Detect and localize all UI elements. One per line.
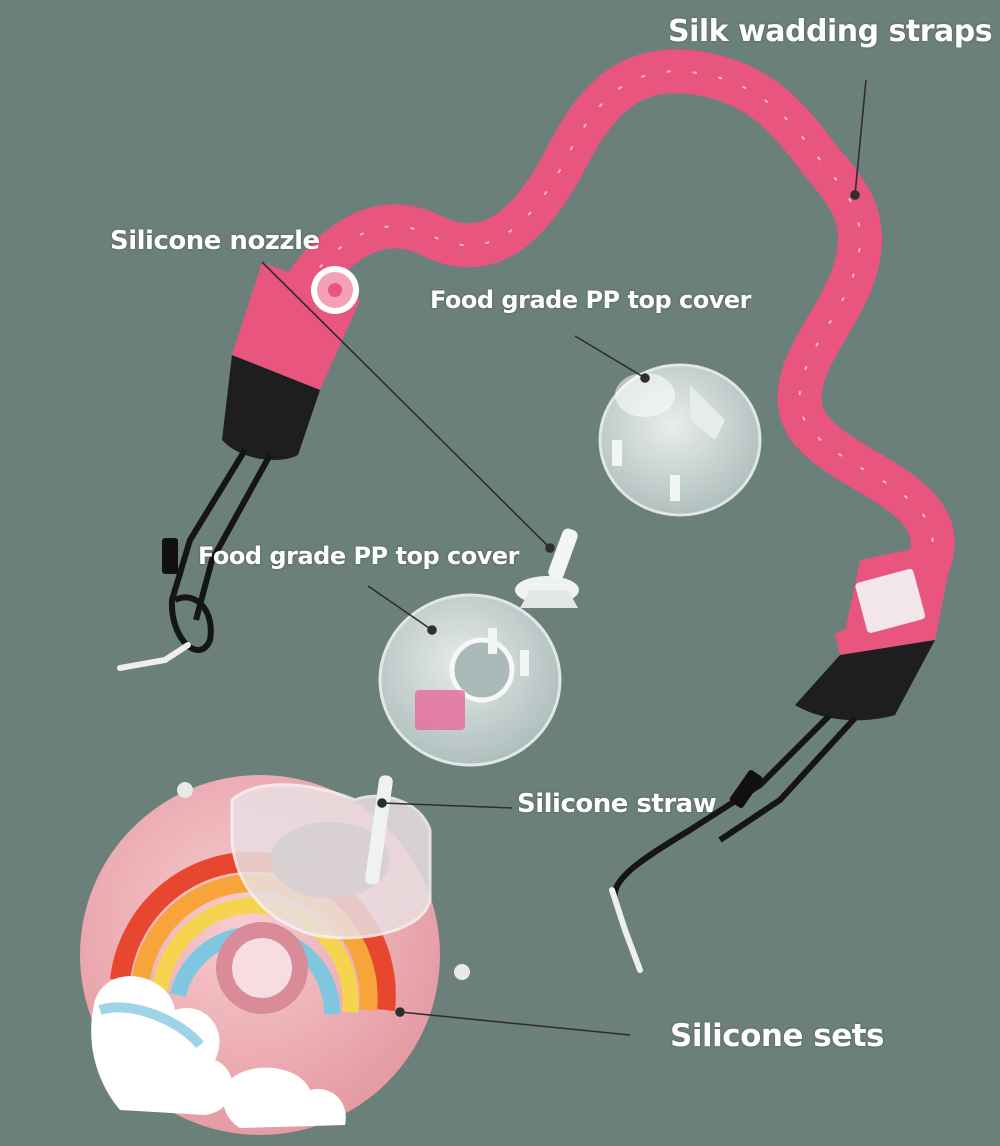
top-cover-upper [598,363,762,517]
silk-wadding-strap [117,49,955,973]
label-silicone-sets: Silicone sets [670,1018,885,1054]
leader-lines [261,79,867,1036]
label-silicone-nozzle: Silicone nozzle [110,226,320,256]
label-silicone-straw: Silicone straw [517,789,717,819]
bottle-body [80,775,470,1135]
label-top-cover-upper: Food grade PP top cover [430,286,751,314]
label-silk-wadding-straps: Silk wadding straps [668,14,993,49]
silicone-nozzle [515,528,579,608]
top-cover-lower [378,593,562,767]
label-top-cover-lower: Food grade PP top cover [198,542,519,570]
